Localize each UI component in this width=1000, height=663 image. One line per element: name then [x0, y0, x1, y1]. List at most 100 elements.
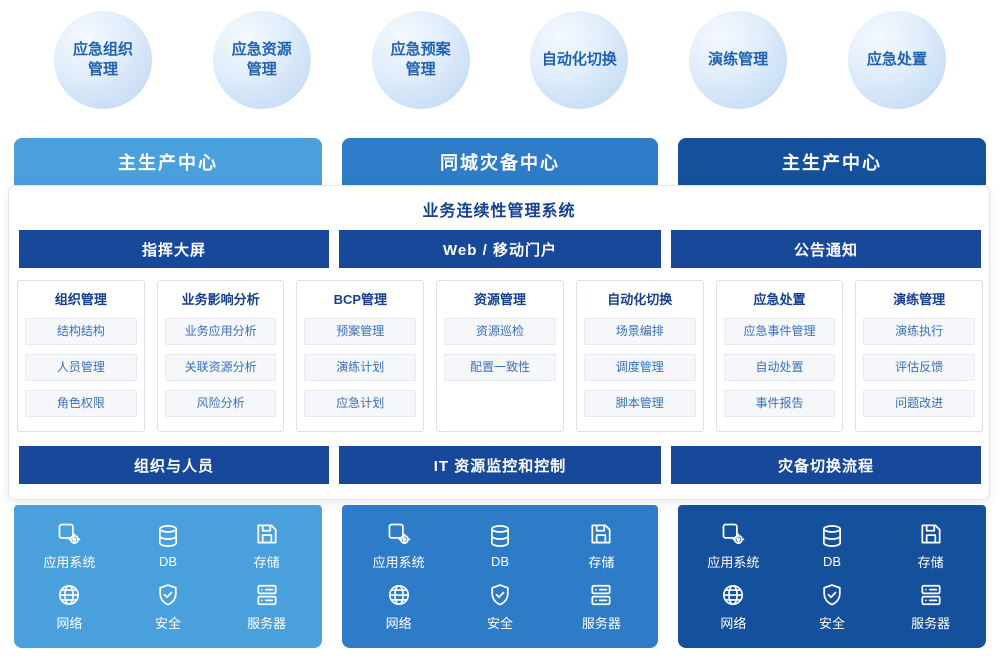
bubble-label: 应急预案 管理 — [390, 40, 451, 78]
card-item: 配置一致性 — [444, 354, 556, 381]
infra-label: 安全 — [486, 616, 513, 632]
infra-item-db: DB — [119, 515, 218, 577]
network-icon — [386, 582, 412, 608]
bubble-label: 应急处置 — [866, 50, 927, 68]
infra-label: 服务器 — [581, 616, 621, 632]
main-panel: 业务连续性管理系统 指挥大屏 Web / 移动门户 公告通知 组织管理 结构结构… — [8, 185, 990, 500]
infra-panel-primary-right: 应用系统 DB 存储 网络 安全 服务器 — [678, 505, 986, 648]
infra-label: 存储 — [917, 554, 944, 570]
card-item: 人员管理 — [25, 354, 137, 381]
infra-item-storage: 存储 — [217, 515, 316, 577]
card-item: 演练计划 — [304, 354, 417, 381]
card-emergency-response: 应急处置 应急事件管理 自动处置 事件报告 — [715, 280, 844, 432]
infra-label: 应用系统 — [43, 554, 96, 570]
infra-item-network: 网络 — [20, 577, 119, 639]
card-item: 事件报告 — [723, 390, 836, 417]
storage-icon — [588, 521, 614, 547]
process-bar-dr-switch-flow: 灾备切换流程 — [671, 446, 981, 484]
infra-item-db: DB — [783, 515, 882, 577]
card-resource-mgmt: 资源管理 资源巡检 配置一致性 — [436, 280, 564, 432]
card-item: 资源巡检 — [444, 318, 556, 345]
infra-panel-primary-left: 应用系统 DB 存储 网络 安全 服务器 — [14, 505, 322, 648]
center-bar-label: 主生产中心 — [118, 152, 218, 173]
network-icon — [720, 582, 746, 608]
portal-bar-label: 公告通知 — [793, 241, 858, 259]
infra-item-security: 安全 — [449, 577, 550, 639]
card-item: 业务应用分析 — [164, 318, 277, 345]
card-drill-mgmt: 演练管理 演练执行 评估反馈 问题改进 — [855, 280, 984, 432]
card-item: 应急事件管理 — [723, 318, 836, 345]
infra-label: 网络 — [56, 616, 83, 632]
server-icon — [588, 582, 614, 608]
bubble-emergency-response: 应急处置 — [847, 11, 946, 109]
portal-bar-command-screen: 指挥大屏 — [19, 230, 329, 268]
infra-item-network: 网络 — [684, 577, 783, 639]
infra-label: DB — [490, 553, 510, 569]
security-icon — [819, 582, 845, 608]
capability-bubbles: 应急组织 管理 应急资源 管理 应急预案 管理 自动化切换 演练管理 应急处置 — [0, 10, 1000, 110]
server-icon — [254, 582, 280, 608]
card-title: 自动化切换 — [607, 292, 673, 307]
infra-label: DB — [158, 553, 178, 569]
infra-item-server: 服务器 — [217, 577, 316, 639]
infra-item-security: 安全 — [119, 577, 218, 639]
infra-label: 应用系统 — [372, 554, 425, 570]
card-title: 资源管理 — [474, 292, 527, 307]
database-icon — [819, 523, 845, 549]
process-bar-label: IT 资源监控和控制 — [433, 457, 567, 475]
app-system-icon — [386, 521, 412, 547]
center-bar-primary-right: 主生产中心 — [678, 138, 986, 185]
infra-item-server: 服务器 — [881, 577, 980, 639]
infra-item-security: 安全 — [783, 577, 882, 639]
infra-label: 安全 — [154, 616, 181, 632]
card-item: 脚本管理 — [583, 390, 696, 417]
card-item: 角色权限 — [25, 390, 137, 417]
infra-label: 存储 — [253, 554, 280, 570]
card-item: 调度管理 — [583, 354, 696, 381]
app-system-icon — [720, 521, 746, 547]
card-organization-mgmt: 组织管理 结构结构 人员管理 角色权限 — [17, 280, 145, 432]
infra-item-network: 网络 — [348, 577, 449, 639]
system-title: 业务连续性管理系统 — [422, 203, 576, 220]
card-item: 关联资源分析 — [164, 354, 277, 381]
card-item: 自动处置 — [723, 354, 836, 381]
center-bar-label: 主生产中心 — [782, 152, 882, 173]
infra-label: 安全 — [818, 616, 845, 632]
card-title: BCP管理 — [333, 292, 388, 307]
infra-item-storage: 存储 — [881, 515, 980, 577]
database-icon — [155, 523, 181, 549]
security-icon — [155, 582, 181, 608]
center-bar-label: 同城灾备中心 — [440, 152, 560, 173]
infra-label: 应用系统 — [707, 554, 760, 570]
infra-label: 服务器 — [247, 616, 287, 632]
card-bcp-mgmt: BCP管理 预案管理 演练计划 应急计划 — [296, 280, 425, 432]
card-item: 风险分析 — [164, 390, 277, 417]
bubble-automated-switch: 自动化切换 — [530, 11, 629, 109]
storage-icon — [254, 521, 280, 547]
infra-label: 网络 — [385, 616, 412, 632]
card-item: 问题改进 — [863, 390, 976, 417]
card-business-impact-analysis: 业务影响分析 业务应用分析 关联资源分析 风险分析 — [156, 280, 285, 432]
infra-label: 存储 — [588, 554, 615, 570]
server-icon — [918, 582, 944, 608]
card-item: 应急计划 — [304, 390, 417, 417]
storage-icon — [918, 521, 944, 547]
bubble-drill-mgmt: 演练管理 — [689, 11, 788, 109]
bubble-label: 应急资源 管理 — [231, 40, 292, 78]
card-item: 演练执行 — [863, 318, 976, 345]
card-item: 评估反馈 — [863, 354, 976, 381]
card-title: 演练管理 — [893, 292, 946, 307]
database-icon — [487, 523, 513, 549]
bubble-emergency-org-mgmt: 应急组织 管理 — [54, 11, 152, 109]
security-icon — [487, 582, 513, 608]
center-bar-primary-left: 主生产中心 — [14, 138, 322, 185]
infra-panel-same-city-dr: 应用系统 DB 存储 网络 安全 服务器 — [342, 505, 658, 648]
process-bar-org-personnel: 组织与人员 — [19, 446, 329, 484]
card-automated-switch: 自动化切换 场景编排 调度管理 脚本管理 — [575, 280, 704, 432]
bubble-label: 演练管理 — [708, 50, 769, 68]
bubble-emergency-resource-mgmt: 应急资源 管理 — [212, 11, 311, 109]
card-title: 应急处置 — [753, 292, 806, 307]
process-bar-label: 组织与人员 — [133, 457, 214, 475]
module-cards-row: 组织管理 结构结构 人员管理 角色权限 业务影响分析 业务应用分析 关联资源分析… — [17, 280, 984, 432]
